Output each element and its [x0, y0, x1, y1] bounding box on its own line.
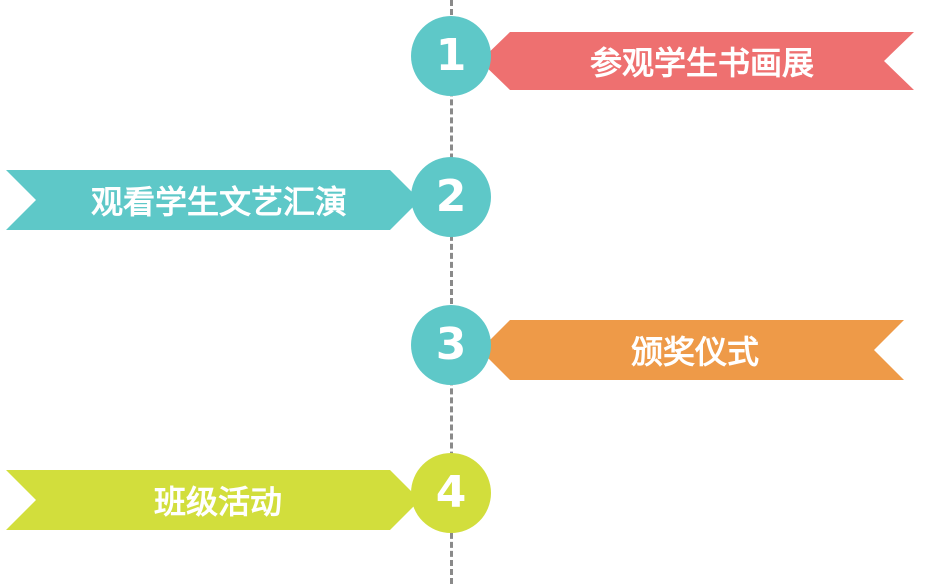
step-1-ribbon: 参观学生书画展 [480, 32, 914, 90]
step-4-label: 班级活动 [153, 483, 282, 521]
step-1-circle: 1 [411, 16, 491, 96]
step-3-ribbon: 颁奖仪式 [480, 320, 904, 380]
step-2-label: 观看学生文艺汇演 [90, 183, 347, 221]
timeline-dashed-line [450, 0, 453, 584]
step-4-circle: 4 [411, 453, 491, 533]
step-2-circle: 2 [411, 157, 491, 237]
step-4-ribbon: 班级活动 [6, 470, 420, 530]
step-3-circle: 3 [411, 305, 491, 385]
step-2-ribbon: 观看学生文艺汇演 [6, 170, 420, 230]
step-1-label: 参观学生书画展 [589, 44, 814, 82]
step-3-label: 颁奖仪式 [630, 333, 759, 371]
